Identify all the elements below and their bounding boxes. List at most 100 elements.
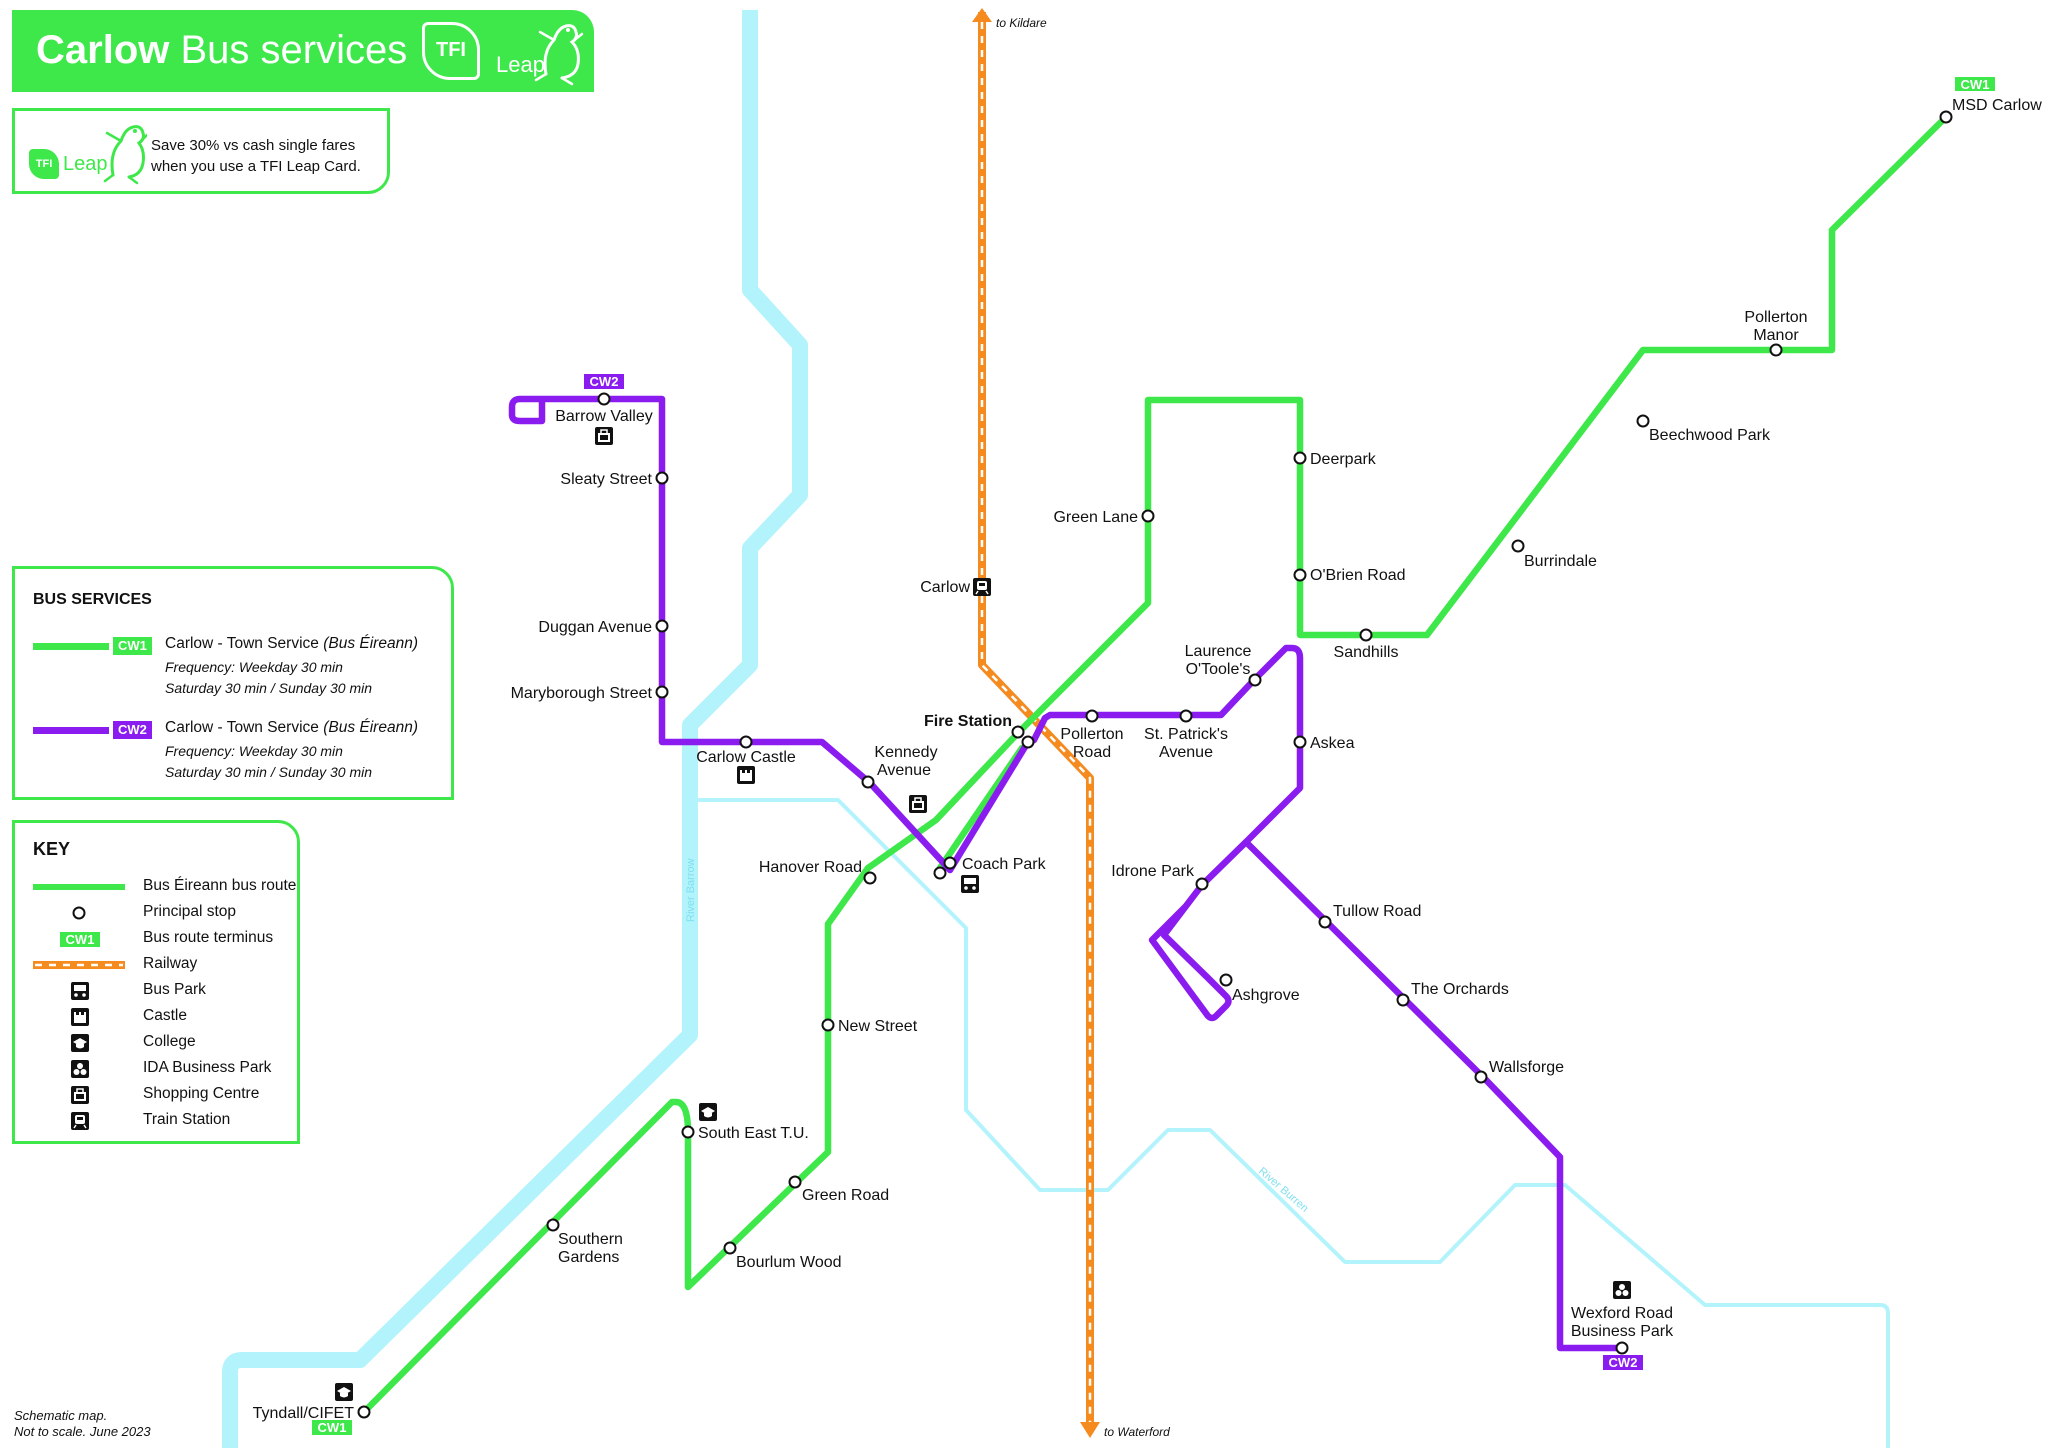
svg-text:Coach Park: Coach Park bbox=[962, 856, 1047, 873]
terminus-tag-tyndall: CW1 bbox=[312, 1420, 352, 1435]
river-burren-label: River Burren bbox=[1256, 1165, 1310, 1215]
stop-tyndall-cifet[interactable] bbox=[357, 1405, 371, 1419]
page-title: Carlow Bus services bbox=[36, 28, 407, 73]
stop-southern-gardens[interactable] bbox=[546, 1218, 560, 1232]
title-rest: Bus services bbox=[180, 28, 408, 72]
college-icon-2 bbox=[335, 1383, 353, 1401]
route-cw1 bbox=[360, 113, 1950, 1416]
bus-services-heading: BUS SERVICES bbox=[33, 591, 152, 608]
stop-burrindale[interactable] bbox=[1511, 539, 1525, 553]
stop-obrien-road[interactable] bbox=[1293, 568, 1307, 582]
stop-wallsforge[interactable] bbox=[1474, 1070, 1488, 1084]
stop-maryborough-street[interactable] bbox=[655, 685, 669, 699]
stop-kennedy-avenue[interactable] bbox=[861, 775, 875, 789]
leap-savings-panel: TFI Leap Save 30% vs cash single fares w… bbox=[12, 108, 390, 194]
stop-ashgrove[interactable] bbox=[1219, 973, 1233, 987]
key-shopping: Shopping Centre bbox=[33, 1083, 293, 1107]
svg-text:Road: Road bbox=[1073, 744, 1111, 761]
stop-bourlum-wood[interactable] bbox=[723, 1241, 737, 1255]
rail-north-label: to Kildare bbox=[996, 16, 1047, 30]
svg-text:Laurence: Laurence bbox=[1185, 643, 1252, 660]
river-barrow-label: River Barrow bbox=[685, 858, 697, 922]
stop-beechwood-park[interactable] bbox=[1636, 414, 1650, 428]
ida-business-park-icon bbox=[1613, 1281, 1631, 1299]
stop-green-road[interactable] bbox=[788, 1175, 802, 1189]
svg-text:Business Park: Business Park bbox=[1571, 1323, 1674, 1340]
leap-mini-logo: Leap bbox=[63, 153, 108, 175]
svg-text:Idrone Park: Idrone Park bbox=[1111, 863, 1195, 880]
svg-text:Tullow Road: Tullow Road bbox=[1333, 903, 1421, 920]
stop-idrone-park[interactable] bbox=[1195, 877, 1209, 891]
svg-text:MSD Carlow: MSD Carlow bbox=[1952, 97, 2042, 114]
stop-fire-station-2[interactable] bbox=[1021, 735, 1035, 749]
service-cw2-frequency: Frequency: Weekday 30 min Saturday 30 mi… bbox=[165, 743, 373, 780]
svg-text:Beechwood Park: Beechwood Park bbox=[1649, 427, 1771, 444]
svg-text:Askea: Askea bbox=[1310, 735, 1355, 752]
svg-text:St. Patrick's: St. Patrick's bbox=[1144, 726, 1228, 743]
svg-text:Duggan Avenue: Duggan Avenue bbox=[538, 619, 652, 636]
svg-text:Maryborough Street: Maryborough Street bbox=[511, 685, 653, 702]
key-railway: Railway bbox=[33, 953, 293, 977]
key-heading: KEY bbox=[33, 839, 71, 859]
key-castle: Castle bbox=[33, 1005, 293, 1029]
stop-green-lane[interactable] bbox=[1141, 509, 1155, 523]
stop-coach-park[interactable] bbox=[943, 856, 957, 870]
svg-text:Wallsforge: Wallsforge bbox=[1489, 1059, 1564, 1076]
river-barrow bbox=[222, 10, 808, 1448]
stop-coach-park-2[interactable] bbox=[933, 866, 947, 880]
key-college: College bbox=[33, 1031, 293, 1055]
svg-text:South East T.U.: South East T.U. bbox=[698, 1125, 809, 1142]
stop-carlow-castle[interactable] bbox=[739, 735, 753, 749]
svg-text:O'Toole's: O'Toole's bbox=[1186, 661, 1251, 678]
stop-pollerton-manor[interactable] bbox=[1769, 343, 1783, 357]
stop-the-orchards[interactable] bbox=[1396, 993, 1410, 1007]
stop-st-patricks-avenue[interactable] bbox=[1179, 709, 1193, 723]
footnote: Schematic map. Not to scale. June 2023 bbox=[14, 1408, 151, 1439]
ida-icon bbox=[71, 1060, 89, 1078]
stop-new-street[interactable] bbox=[821, 1018, 835, 1032]
stop-wexford-road-business-park[interactable] bbox=[1615, 1341, 1629, 1355]
stop-labels: MSD Carlow Pollerton Manor Beechwood Par… bbox=[253, 97, 2043, 1422]
frog-icon bbox=[534, 24, 584, 86]
shopping-centre-icon-2 bbox=[908, 794, 928, 814]
stop-tullow-road[interactable] bbox=[1318, 915, 1332, 929]
route-cw2 bbox=[508, 395, 1626, 1352]
college-icon bbox=[71, 1034, 89, 1052]
svg-text:Avenue: Avenue bbox=[877, 762, 931, 779]
railway-line bbox=[972, 8, 1100, 1438]
key-bus-park: Bus Park bbox=[33, 979, 293, 1003]
key-train: Train Station bbox=[33, 1109, 293, 1133]
stop-south-east-tu[interactable] bbox=[681, 1125, 695, 1139]
title-bold: Carlow bbox=[36, 28, 170, 72]
stop-duggan-avenue[interactable] bbox=[655, 619, 669, 633]
svg-text:New Street: New Street bbox=[838, 1018, 918, 1035]
stop-laurence-otooles[interactable] bbox=[1248, 673, 1262, 687]
stop-msd-carlow[interactable] bbox=[1939, 110, 1953, 124]
stop-sleaty-street[interactable] bbox=[655, 471, 669, 485]
stop-pollerton-road[interactable] bbox=[1085, 709, 1099, 723]
svg-text:Fire Station: Fire Station bbox=[924, 713, 1012, 730]
river-burren bbox=[690, 798, 1890, 1448]
tfi-logo: TFI bbox=[422, 22, 480, 80]
stop-hanover-road[interactable] bbox=[863, 871, 877, 885]
svg-text:Kennedy: Kennedy bbox=[874, 744, 937, 761]
key-route-line: Bus Éireann bus route bbox=[33, 875, 296, 899]
stop-fire-station[interactable] bbox=[1011, 725, 1025, 739]
svg-text:Green Road: Green Road bbox=[802, 1187, 889, 1204]
savings-line-2: when you use a TFI Leap Card. bbox=[151, 158, 361, 175]
shopping-centre-icon bbox=[594, 426, 614, 446]
stop-askea[interactable] bbox=[1293, 735, 1307, 749]
savings-line-1: Save 30% vs cash single fares bbox=[151, 137, 356, 154]
stop-barrow-valley[interactable] bbox=[597, 392, 611, 406]
svg-text:Barrow Valley: Barrow Valley bbox=[555, 408, 653, 425]
bus-park-icon bbox=[961, 875, 979, 893]
stop-sandhills[interactable] bbox=[1359, 628, 1373, 642]
castle-icon bbox=[737, 766, 755, 784]
terminus-tag-barrow-valley: CW2 bbox=[584, 374, 624, 389]
svg-text:Hanover Road: Hanover Road bbox=[759, 859, 862, 876]
title-bar: Carlow Bus services TFI Leap bbox=[12, 10, 594, 92]
stop-deerpark[interactable] bbox=[1293, 451, 1307, 465]
savings-text: Save 30% vs cash single fares when you u… bbox=[151, 135, 391, 177]
